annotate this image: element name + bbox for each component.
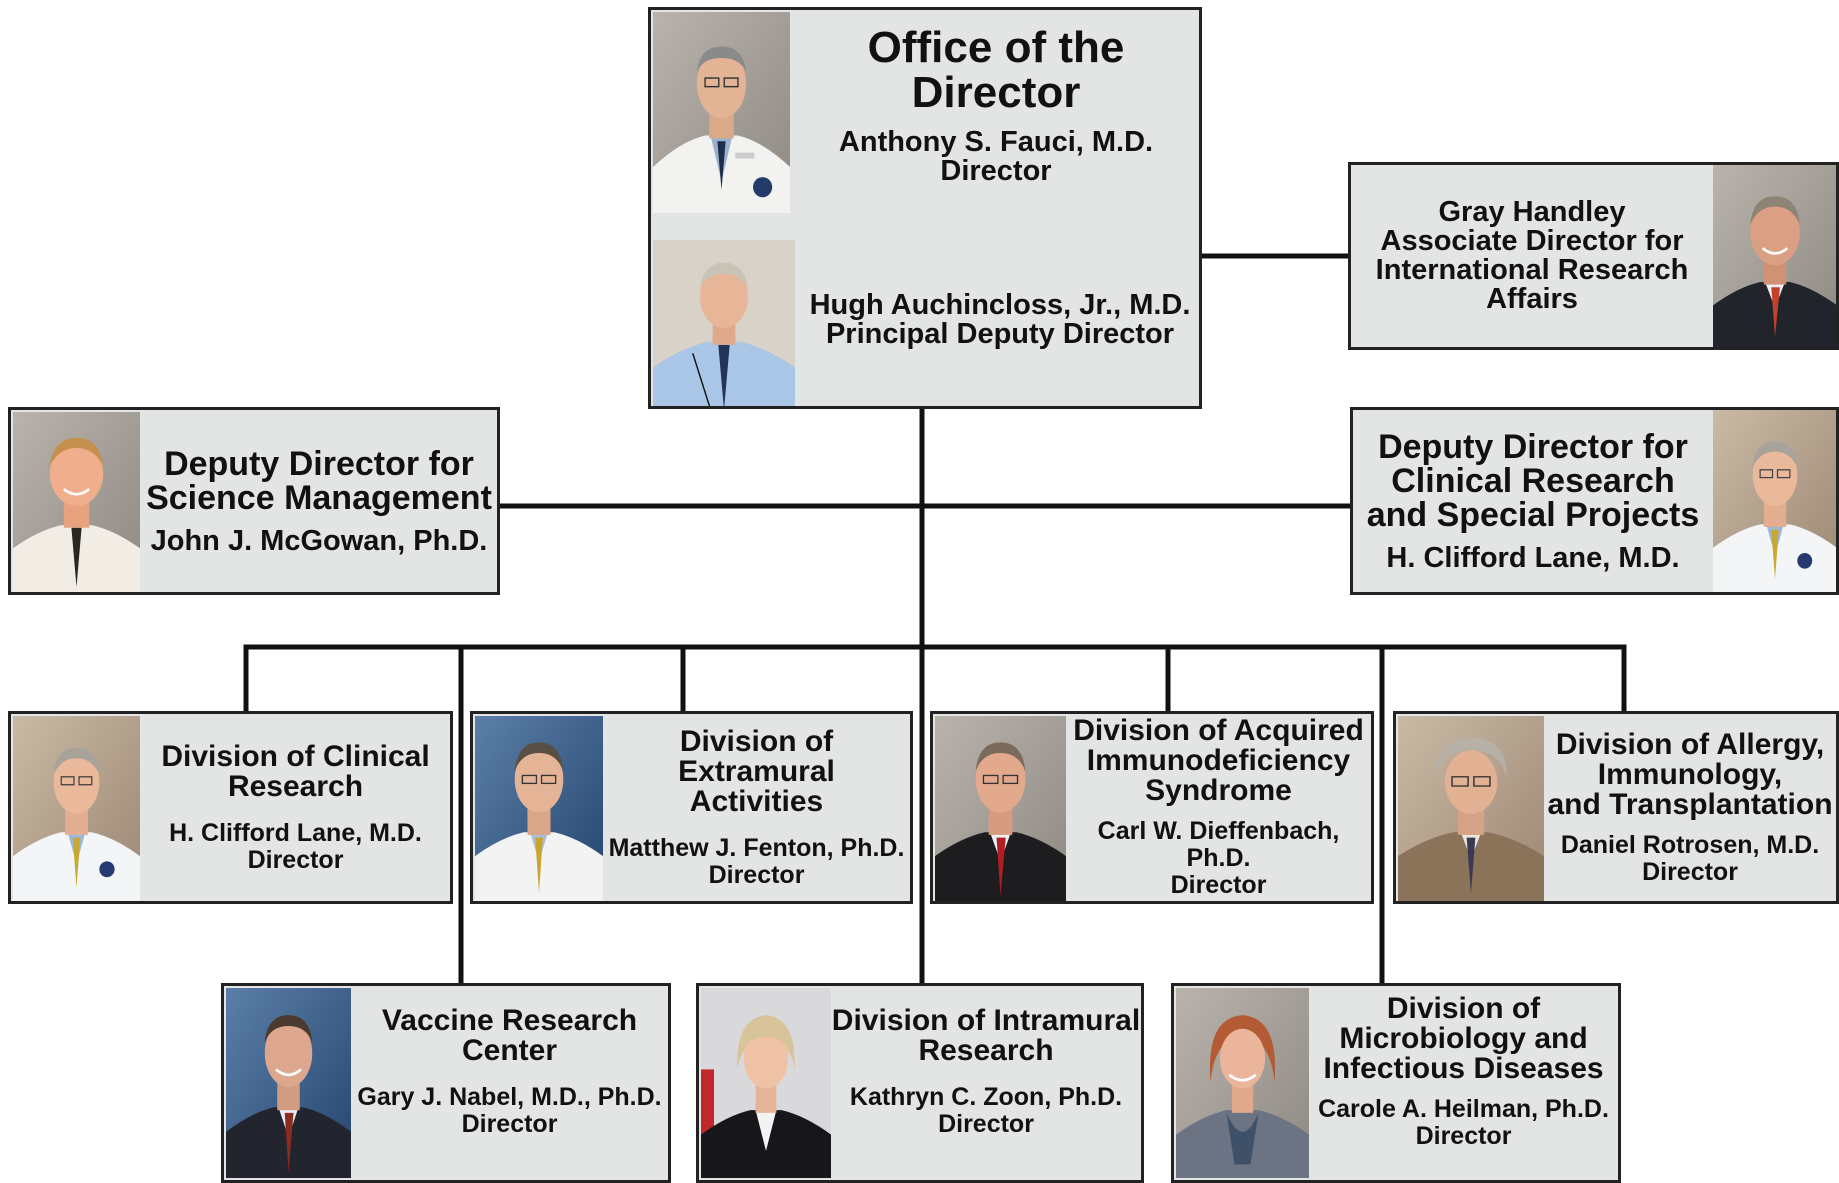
division-title: Division of Extramural bbox=[678, 724, 835, 788]
clinical-special-title: Deputy Director for bbox=[1378, 427, 1688, 466]
handley-portrait-photo bbox=[1713, 165, 1836, 347]
division-intramural-box: Division of Intramural Research Kathryn … bbox=[696, 983, 1144, 1183]
division-director-name: Gary J. Nabel, M.D., Ph.D. bbox=[357, 1083, 662, 1111]
international-research-box: Gray Handley Associate Director for Inte… bbox=[1348, 162, 1839, 350]
division-director-name: Carl W. Dieffenbach, Ph.D. bbox=[1097, 817, 1340, 872]
international-role-line1: Associate Director for bbox=[1380, 225, 1684, 257]
division-director-name: Kathryn C. Zoon, Ph.D. bbox=[849, 1083, 1123, 1111]
division-director-role: Director bbox=[1642, 857, 1738, 886]
division-title-line3: Infectious Diseases bbox=[1323, 1052, 1604, 1085]
clinical-special-title-line3: and Special Projects bbox=[1366, 495, 1700, 534]
science-management-box: Deputy Director for Science Management J… bbox=[8, 407, 500, 595]
division-director-role: Director bbox=[247, 845, 344, 874]
science-management-title: Deputy Director for bbox=[164, 444, 474, 483]
division-title: Division of Acquired bbox=[1073, 714, 1364, 747]
division-clinical-research-box: Division of Clinical Research H. Cliffor… bbox=[8, 711, 453, 904]
clinical-special-projects-box: Deputy Director for Clinical Research an… bbox=[1350, 407, 1839, 595]
division-title-line2: Immunodeficiency bbox=[1086, 744, 1351, 777]
division-title-line2: Activities bbox=[689, 784, 824, 818]
mcgowan-portrait-photo bbox=[13, 412, 140, 592]
division-title-line2: Research bbox=[918, 1034, 1054, 1067]
division-title-line3: and Transplantation bbox=[1547, 787, 1833, 821]
division-title-line2: Immunology, bbox=[1597, 757, 1783, 791]
auchincloss-portrait-photo bbox=[653, 240, 795, 406]
office-title-line2: Director bbox=[911, 68, 1081, 117]
division-allergy-box: Division of Allergy, Immunology, and Tra… bbox=[1393, 711, 1839, 904]
division-title-line3: Syndrome bbox=[1145, 774, 1292, 807]
division-title-line2: Microbiology and bbox=[1339, 1022, 1588, 1055]
division-director-role: Director bbox=[938, 1110, 1034, 1138]
fenton-portrait-photo bbox=[475, 716, 603, 901]
nabel-portrait-photo bbox=[226, 988, 351, 1178]
division-aids-box: Division of Acquired Immunodeficiency Sy… bbox=[930, 711, 1374, 904]
lane-portrait-photo bbox=[1713, 410, 1836, 592]
division-title: Division of Allergy, bbox=[1555, 727, 1825, 761]
science-management-name: John J. McGowan, Ph.D. bbox=[150, 524, 488, 557]
international-director-name: Gray Handley bbox=[1438, 196, 1626, 228]
international-role-line2: International Research bbox=[1375, 254, 1689, 286]
zoon-portrait-photo bbox=[701, 988, 831, 1178]
division-title: Division of bbox=[1386, 992, 1541, 1025]
division-director-role: Director bbox=[1170, 871, 1267, 899]
division-director-role: Director bbox=[708, 860, 805, 889]
science-management-title-line2: Science Management bbox=[146, 478, 492, 517]
division-microbiology-box: Division of Microbiology and Infectious … bbox=[1171, 983, 1621, 1183]
office-title: Office of the bbox=[867, 23, 1125, 73]
division-director-name: Daniel Rotrosen, M.D. bbox=[1560, 830, 1820, 859]
fauci-portrait-photo bbox=[653, 12, 790, 213]
heilman-portrait-photo bbox=[1176, 988, 1309, 1178]
vaccine-research-center-box: Vaccine Research Center Gary J. Nabel, M… bbox=[221, 983, 671, 1183]
division-title-line2: Research bbox=[227, 769, 364, 803]
international-role-line3: Affairs bbox=[1486, 283, 1578, 315]
division-director-role: Director bbox=[1415, 1122, 1512, 1150]
division-title-line2: Center bbox=[461, 1034, 558, 1067]
division-director-name: Matthew J. Fenton, Ph.D. bbox=[608, 833, 905, 862]
division-director-name: H. Clifford Lane, M.D. bbox=[169, 818, 422, 847]
principal-deputy-role: Principal Deputy Director bbox=[825, 318, 1175, 350]
division-title: Division of Intramural bbox=[831, 1004, 1141, 1037]
dieffenbach-portrait-photo bbox=[935, 716, 1066, 901]
director-role: Director bbox=[940, 154, 1052, 187]
director-name: Anthony S. Fauci, M.D. bbox=[838, 125, 1154, 158]
division-title: Vaccine Research bbox=[381, 1004, 638, 1037]
lane-division-portrait-photo bbox=[13, 716, 140, 901]
division-extramural-box: Division of Extramural Activities Matthe… bbox=[470, 711, 913, 904]
division-director-name: Carole A. Heilman, Ph.D. bbox=[1318, 1095, 1609, 1123]
division-director-role: Director bbox=[461, 1110, 558, 1138]
division-title: Division of Clinical bbox=[161, 739, 430, 773]
office-of-director-box: Office of the Director Anthony S. Fauci,… bbox=[648, 7, 1202, 409]
rotrosen-portrait-photo bbox=[1398, 716, 1544, 901]
clinical-special-name: H. Clifford Lane, M.D. bbox=[1386, 541, 1680, 574]
principal-deputy-name: Hugh Auchincloss, Jr., M.D. bbox=[809, 289, 1191, 321]
clinical-special-title-line2: Clinical Research bbox=[1391, 461, 1675, 500]
